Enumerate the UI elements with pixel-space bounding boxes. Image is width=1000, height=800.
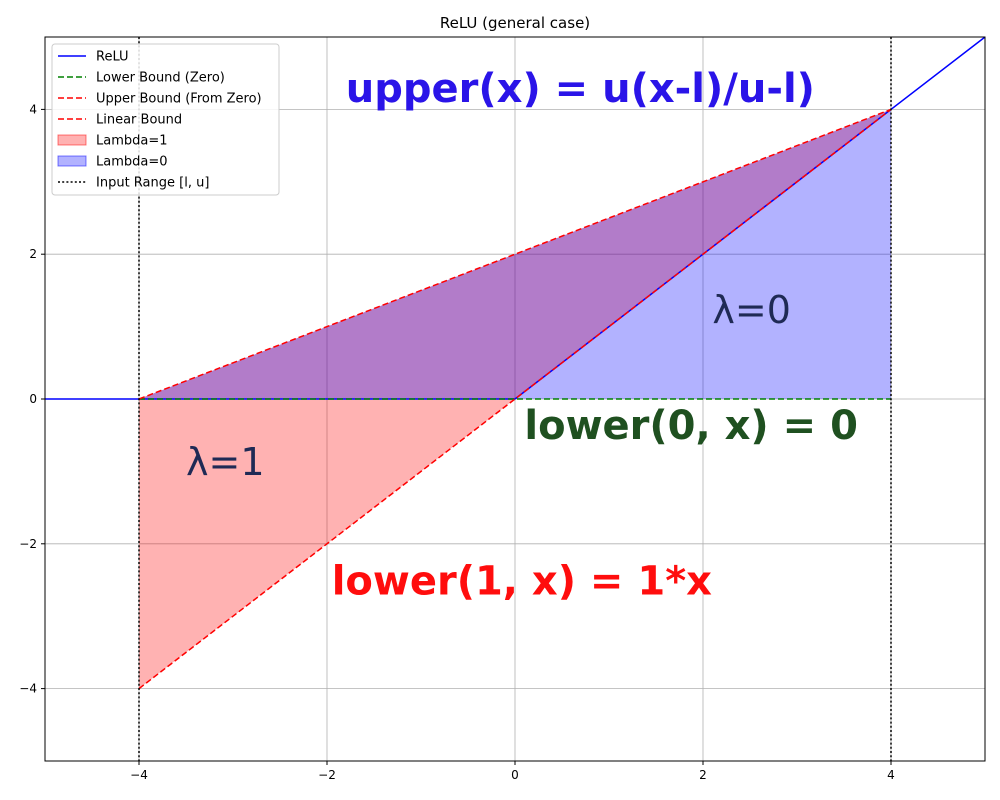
legend-patch-swatch xyxy=(57,155,87,167)
legend-patch-swatch xyxy=(57,134,87,146)
series-line xyxy=(45,37,985,400)
annotation-text: λ=1 xyxy=(186,440,265,484)
x-tick-label: 4 xyxy=(887,768,895,782)
legend-label: Upper Bound (From Zero) xyxy=(96,92,262,107)
legend-label: Linear Bound xyxy=(96,113,182,128)
legend-label: Lower Bound (Zero) xyxy=(96,71,225,86)
x-tick-label: −4 xyxy=(130,768,148,782)
annotation-text: lower(1, x) = 1*x xyxy=(332,558,712,604)
legend-label: Input Range [l, u] xyxy=(96,176,209,191)
legend-box xyxy=(51,43,280,196)
chart-title: ReLU (general case) xyxy=(440,14,590,32)
annotation-text: λ=0 xyxy=(712,288,791,332)
x-tick-label: 2 xyxy=(699,768,707,782)
legend-label: Lambda=0 xyxy=(96,155,168,170)
annotation-text: lower(0, x) = 0 xyxy=(524,403,858,449)
x-tick-label: −2 xyxy=(318,768,336,782)
y-tick-label: −2 xyxy=(19,537,37,551)
series-line xyxy=(138,108,892,400)
legend-label: Lambda=1 xyxy=(96,134,168,149)
plot-content xyxy=(45,37,985,761)
plot-area: −4 −2 0 2 4 −4 −2 0 2 4 upper(x) = u(x-l)/u-l) λ=0 l… xyxy=(19,36,986,782)
annotation-text: upper(x) = u(x-l)/u-l) xyxy=(346,66,815,112)
series-line xyxy=(138,108,892,690)
y-tick-label: 2 xyxy=(29,247,37,261)
legend: ReLU Lower Bound (Zero) Upper Bound (From … xyxy=(51,43,280,196)
y-tick-label: 4 xyxy=(29,102,37,116)
x-tick-label: 0 xyxy=(511,768,519,782)
y-tick-label: 0 xyxy=(29,392,37,406)
y-tick-label: −4 xyxy=(19,682,37,696)
legend-label: ReLU xyxy=(96,50,129,65)
